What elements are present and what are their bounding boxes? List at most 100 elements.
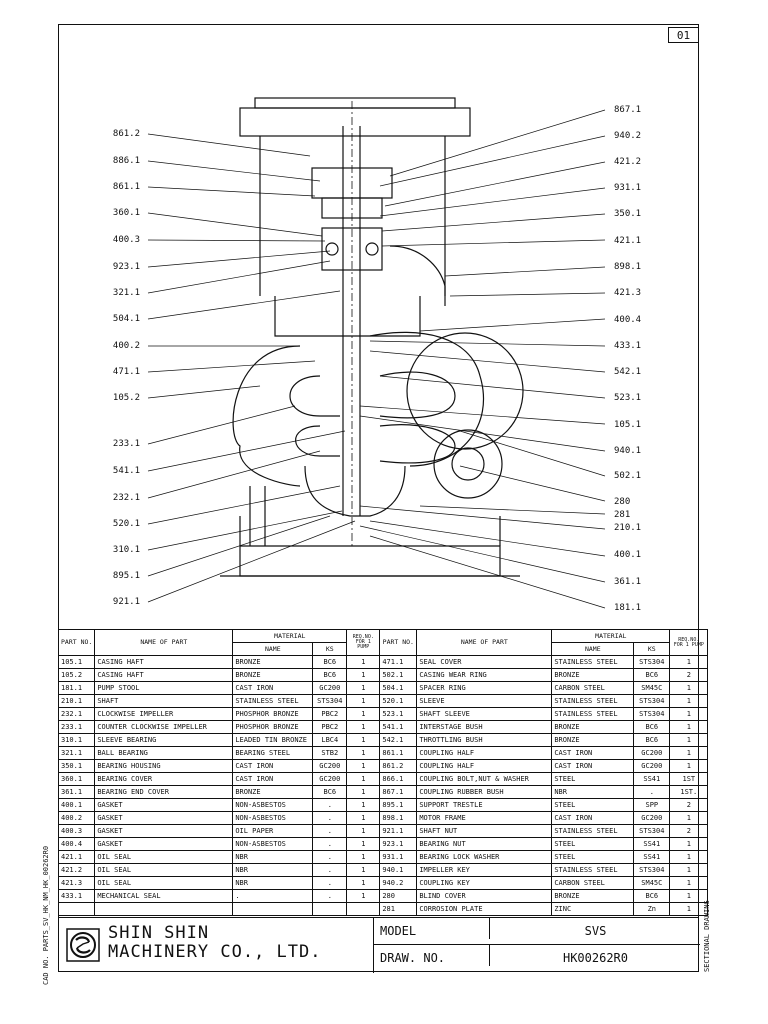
part-name-cell: MOTOR FRAME	[416, 811, 553, 825]
material-ks-cell: Zn	[633, 902, 671, 916]
part-name-cell: GASKET	[94, 798, 234, 812]
part-no-cell: 281	[379, 902, 418, 916]
part-no-cell: 542.1	[379, 733, 418, 747]
callout-label: 361.1	[614, 577, 642, 587]
material-ks-cell: SS41	[633, 850, 671, 864]
req-no-cell: 1	[346, 694, 381, 708]
req-no-cell: 1	[669, 655, 709, 669]
header-material-name: NAME	[551, 642, 635, 656]
material-ks-cell: SS41	[633, 837, 671, 851]
material-name-cell: CAST IRON	[232, 681, 314, 695]
material-name-cell: STEEL	[551, 772, 635, 786]
part-no-cell: 861.1	[379, 746, 418, 760]
req-no-cell: 1	[669, 733, 709, 747]
part-name-cell: OIL SEAL	[94, 876, 234, 890]
part-name-cell: COUPLING KEY	[416, 876, 553, 890]
material-ks-cell: LBC4	[312, 733, 348, 747]
part-name-cell: MECHANICAL SEAL	[94, 889, 234, 903]
req-no-cell: 1	[669, 902, 709, 916]
material-name-cell: OIL PAPER	[232, 824, 314, 838]
part-no-cell: 350.1	[57, 759, 96, 773]
part-name-cell: SHAFT NUT	[416, 824, 553, 838]
material-name-cell: BRONZE	[551, 720, 635, 734]
material-name-cell: STAINLESS STEEL	[232, 694, 314, 708]
material-name-cell: STAINLESS STEEL	[551, 863, 635, 877]
material-ks-cell: BC6	[633, 733, 671, 747]
part-no-cell: 940.2	[379, 876, 418, 890]
part-name-cell: OIL SEAL	[94, 863, 234, 877]
part-name-cell: INTERSTAGE BUSH	[416, 720, 553, 734]
material-ks-cell: GC200	[633, 746, 671, 760]
material-name-cell: STEEL	[551, 798, 635, 812]
part-no-cell: 321.1	[57, 746, 96, 760]
req-no-cell: 2	[669, 668, 709, 682]
req-no-cell: 1	[669, 759, 709, 773]
req-no-cell: 1	[346, 668, 381, 682]
callout-label: 421.3	[614, 288, 642, 298]
material-name-cell: BRONZE	[551, 733, 635, 747]
part-no-cell: 502.1	[379, 668, 418, 682]
part-name-cell: THROTTLING BUSH	[416, 733, 553, 747]
model-value: SVS	[489, 918, 701, 939]
material-name-cell: NON-ASBESTOS	[232, 798, 314, 812]
part-no-cell: 400.4	[57, 837, 96, 851]
part-no-cell: 280	[379, 889, 418, 903]
callout-label: 940.1	[614, 446, 642, 456]
header-name-of-part: NAME OF PART	[416, 629, 553, 656]
callout-label: 400.1	[614, 550, 642, 560]
req-no-cell: 1	[346, 876, 381, 890]
req-no-cell: 1ST	[669, 772, 709, 786]
material-ks-cell: BC6	[312, 668, 348, 682]
part-no-cell: 310.1	[57, 733, 96, 747]
part-no-cell: 400.1	[57, 798, 96, 812]
part-no-cell: 181.1	[57, 681, 96, 695]
callout-label: 867.1	[614, 105, 642, 115]
callout-label: 181.1	[614, 603, 642, 613]
part-no-cell	[57, 902, 96, 916]
req-no-cell: 1	[346, 655, 381, 669]
material-ks-cell: .	[312, 863, 348, 877]
part-name-cell: CASING WEAR RING	[416, 668, 553, 682]
req-no-cell: 1	[669, 720, 709, 734]
material-name-cell: NON-ASBESTOS	[232, 837, 314, 851]
part-no-cell: 520.1	[379, 694, 418, 708]
material-ks-cell: .	[312, 837, 348, 851]
part-no-cell: 895.1	[379, 798, 418, 812]
material-name-cell: NBR	[232, 863, 314, 877]
callout-label: 105.2	[112, 393, 140, 403]
material-ks-cell: STS304	[633, 655, 671, 669]
material-ks-cell: .	[312, 798, 348, 812]
part-name-cell: GASKET	[94, 811, 234, 825]
req-no-cell: 1	[346, 863, 381, 877]
part-name-cell: CASING HAFT	[94, 668, 234, 682]
part-no-cell: 867.1	[379, 785, 418, 799]
req-no-cell: 1	[346, 707, 381, 721]
header-material-ks: KS	[633, 642, 671, 656]
sheet-number: 01	[668, 27, 699, 43]
material-ks-cell	[312, 902, 348, 916]
callout-label: 232.1	[112, 493, 140, 503]
material-name-cell: BRONZE	[232, 785, 314, 799]
callout-label: 541.1	[112, 466, 140, 476]
callout-label: 504.1	[112, 314, 140, 324]
part-no-cell: 923.1	[379, 837, 418, 851]
material-name-cell: PHOSPHOR BRONZE	[232, 707, 314, 721]
req-no-cell: 1	[346, 772, 381, 786]
part-no-cell: 921.1	[379, 824, 418, 838]
callout-label: 502.1	[614, 471, 642, 481]
title-block-grid: MODEL SVS DRAW. NO. HK00262R0	[373, 918, 701, 973]
req-no-cell	[346, 902, 381, 916]
material-ks-cell: .	[633, 785, 671, 799]
part-name-cell: CLOCKWISE IMPELLER	[94, 707, 234, 721]
material-ks-cell: BC6	[633, 668, 671, 682]
